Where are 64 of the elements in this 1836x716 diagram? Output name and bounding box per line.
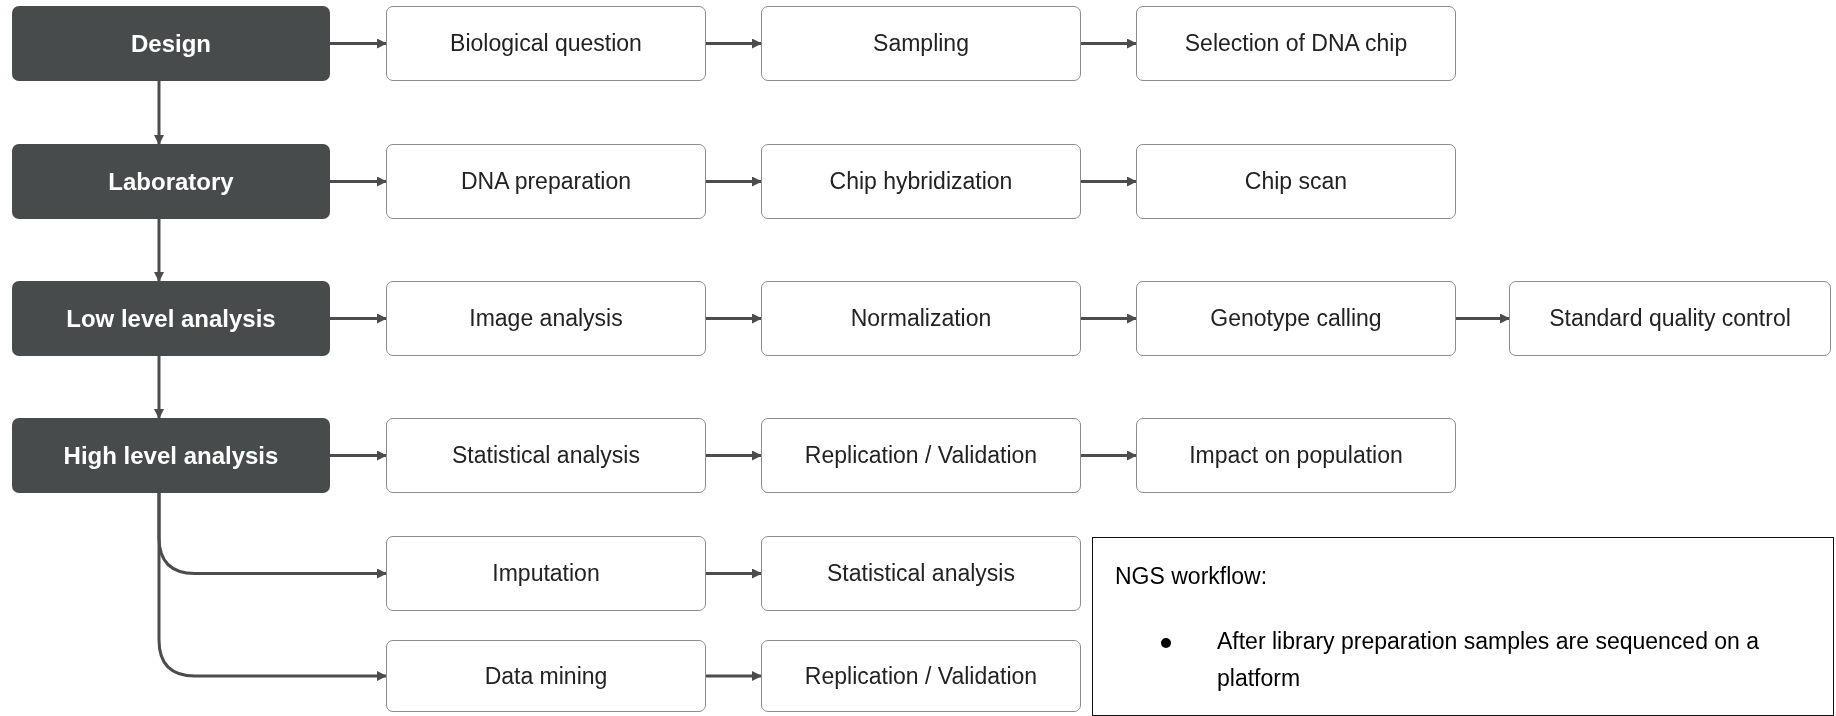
arrow [154, 219, 164, 282]
arrow [154, 81, 164, 145]
process-box [1136, 418, 1456, 493]
arrow [330, 313, 387, 324]
arrow [1081, 450, 1137, 461]
arrow [330, 450, 387, 461]
box-label: Sampling [873, 30, 969, 57]
box-label: Selection of DNA chip [1184, 30, 1408, 57]
arrow [706, 313, 762, 324]
arrow [1456, 313, 1510, 324]
box-label: Design [131, 29, 211, 58]
arrow [706, 450, 762, 461]
phase-box [12, 418, 330, 493]
process-box [1509, 281, 1831, 356]
box-label: Replication / Validation [804, 662, 1038, 690]
process-box [1136, 6, 1456, 81]
box-label: Biological question [450, 30, 642, 57]
box-label: High level analysis [63, 441, 279, 470]
arrow [330, 176, 387, 187]
process-box [761, 640, 1081, 712]
phase-box [12, 281, 330, 356]
box-label: Image analysis [469, 305, 623, 332]
box-label: Chip scan [1244, 168, 1348, 195]
arrow [154, 356, 164, 419]
box-label: Imputation [492, 560, 600, 587]
arrow [157, 493, 387, 681]
note-heading: NGS workflow: [1115, 562, 1268, 591]
box-label: Standard quality control [1549, 305, 1791, 332]
process-box [761, 6, 1081, 81]
arrow [706, 176, 762, 187]
box-label: Data mining [484, 662, 608, 690]
process-box [761, 536, 1081, 611]
box-label: Low level analysis [66, 304, 276, 333]
box-label: Statistical analysis [452, 442, 640, 469]
process-box [386, 640, 706, 712]
note-box [1092, 537, 1834, 716]
arrow [330, 38, 387, 49]
arrow [1081, 38, 1137, 49]
box-label: Replication / Validation [804, 442, 1038, 469]
arrow [706, 568, 762, 579]
process-box [386, 144, 706, 219]
box-label: Statistical analysis [827, 560, 1015, 587]
phase-box [12, 6, 330, 81]
box-label: Impact on population [1189, 442, 1403, 469]
process-box [386, 6, 706, 81]
arrow [706, 671, 762, 681]
process-box [761, 418, 1081, 493]
process-box [761, 144, 1081, 219]
box-label: Laboratory [108, 167, 234, 196]
box-label: Genotype calling [1210, 305, 1382, 332]
bullet-text: After library preparation samples are sequenced on a platform [1217, 627, 1760, 691]
arrow [1081, 176, 1137, 187]
process-box [386, 536, 706, 611]
box-label: Chip hybridization [829, 168, 1013, 195]
arrow [1081, 313, 1137, 324]
process-box [1136, 281, 1456, 356]
process-box [386, 418, 706, 493]
box-label: Normalization [850, 305, 992, 332]
process-box [1136, 144, 1456, 219]
phase-box [12, 144, 330, 219]
box-label: DNA preparation [460, 168, 631, 195]
process-box [761, 281, 1081, 356]
process-box [386, 281, 706, 356]
arrow [706, 38, 762, 49]
